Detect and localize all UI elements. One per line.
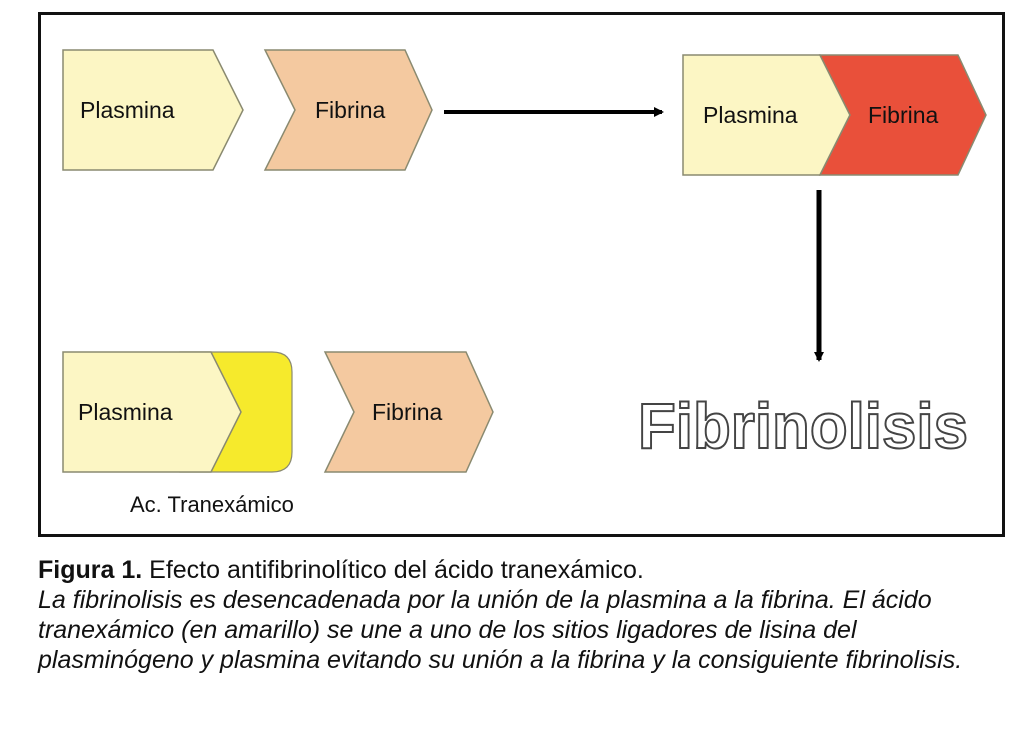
caption-title: Efecto antifibrinolítico del ácido trane… [149, 556, 644, 584]
top-left-plasmina-shape [62, 49, 244, 171]
tranexamico-label: Ac. Tranexámico [130, 492, 294, 517]
fibrinolisis-result-text: Fibrinolisis [638, 390, 968, 462]
bottom-fibrina-label: Fibrina [372, 399, 443, 425]
bottom-left-plasmina-label: Plasmina [78, 399, 173, 425]
figure-frame [38, 12, 1005, 537]
top-right-fibrina-label: Fibrina [868, 102, 939, 128]
top-right-fibrina-shape [818, 54, 987, 176]
caption-label: Figura 1. [38, 556, 143, 584]
figure-caption: Figura 1. Efecto antifibrinolítico del á… [38, 555, 1008, 675]
top-right-plasmina-label: Plasmina [703, 102, 798, 128]
top-left-fibrina-label: Fibrina [315, 97, 386, 123]
top-left-plasmina-label: Plasmina [80, 97, 175, 123]
fibrinolisis-result: Fibrinolisis [637, 389, 969, 463]
bottom-left-plasmina-shape [62, 351, 242, 473]
caption-body: La fibrinolisis es desencadenada por la … [38, 586, 963, 674]
bottom-fibrina-shape [323, 351, 494, 473]
top-left-fibrina-shape [263, 49, 433, 171]
